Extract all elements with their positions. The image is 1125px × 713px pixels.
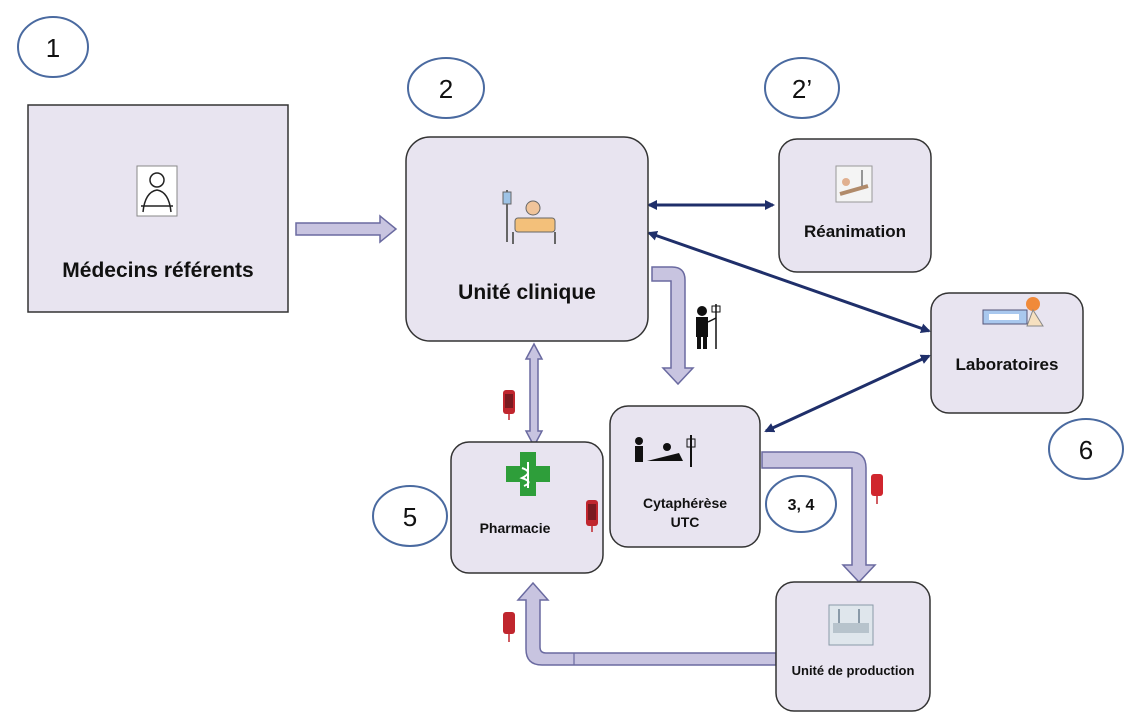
node-unite-clinique: Unité clinique <box>405 136 649 342</box>
node-cytapherese-label-2: UTC <box>671 514 700 530</box>
arrow-unite-laboratoires <box>647 230 931 334</box>
node-unite-label: Unité clinique <box>458 281 596 304</box>
blood-bag-icon <box>586 500 598 532</box>
badge-1-label: 1 <box>46 33 60 63</box>
badge-2-prime-label: 2’ <box>792 74 812 104</box>
node-pharmacie-label: Pharmacie <box>480 520 551 536</box>
node-medecins-referents: Médecins référents <box>27 104 289 313</box>
node-unite-production-label: Unité de production <box>792 663 915 678</box>
node-cytapherese: Cytaphérèse UTC <box>609 405 761 548</box>
flow-unite-to-cytapherese <box>651 266 695 386</box>
flow-medecins-to-unite <box>295 214 398 244</box>
node-medecins-label: Médecins référents <box>62 259 253 282</box>
icu-icon <box>835 165 873 203</box>
badge-2: 2 <box>407 57 485 119</box>
blood-bag-icon <box>871 474 883 504</box>
flow-unite-pharmacie <box>524 342 544 448</box>
patient-bed-icon <box>502 190 556 244</box>
node-pharmacie: Pharmacie <box>450 441 604 574</box>
blood-bag-icon <box>503 390 515 420</box>
badge-3-4: 3, 4 <box>765 475 837 533</box>
flow-cytapherese-to-production <box>761 451 877 584</box>
badge-6: 6 <box>1048 418 1124 480</box>
node-laboratoires: Laboratoires <box>930 292 1084 414</box>
blood-bag-icon <box>503 612 515 642</box>
doctor-icon <box>136 165 178 217</box>
badge-5-label: 5 <box>403 502 417 532</box>
lab-icon <box>982 297 1044 327</box>
iv-stand-person-icon <box>696 304 721 349</box>
pharmacy-cross-icon <box>506 452 550 496</box>
badge-2-label: 2 <box>439 74 453 104</box>
badge-2-prime: 2’ <box>764 57 840 119</box>
badge-6-label: 6 <box>1079 435 1093 465</box>
node-reanimation: Réanimation <box>778 138 932 273</box>
node-reanimation-label: Réanimation <box>804 222 906 241</box>
node-cytapherese-label-1: Cytaphérèse <box>643 495 727 511</box>
arrow-laboratoires-cytapherese <box>764 354 931 433</box>
apheresis-icon <box>635 435 696 467</box>
production-lab-icon <box>828 604 874 646</box>
badge-1: 1 <box>17 16 89 78</box>
badge-3-4-label: 3, 4 <box>788 497 815 514</box>
badge-5: 5 <box>372 485 448 547</box>
node-unite-production: Unité de production <box>775 581 931 712</box>
node-laboratoires-label: Laboratoires <box>956 355 1059 374</box>
flow-production-to-pharmacie <box>516 581 777 666</box>
